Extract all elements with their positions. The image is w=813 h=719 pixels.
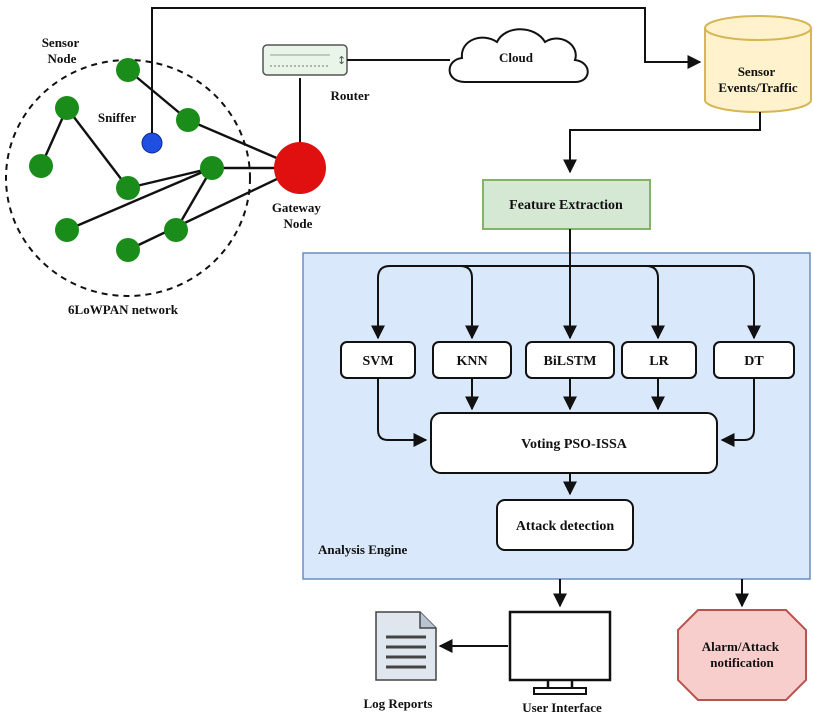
datastore-to-feature-connector (563, 112, 761, 174)
svg-text:↕: ↕ (337, 54, 346, 67)
alarm-octagon (677, 609, 807, 701)
datastore-cylinder (704, 15, 812, 113)
feature-extraction-box (482, 179, 651, 230)
attack-detection-label: Attack detection (516, 519, 615, 534)
model-to-voting-connectors (377, 378, 755, 447)
sensor-node (55, 96, 79, 120)
model-label-dt: DT (744, 354, 764, 369)
sensor-nodes (29, 58, 224, 262)
attack-detection-box (496, 499, 634, 551)
log-reports-label: Log Reports (364, 696, 433, 711)
model-label-bilstm: BiLSTM (544, 354, 597, 369)
router-label: Router (331, 88, 370, 103)
sniffer-node (141, 132, 163, 154)
sniffer-to-datastore-connector (151, 7, 702, 133)
sensor-node (200, 156, 224, 180)
model-label-knn: KNN (456, 354, 487, 369)
sensor-node (164, 218, 188, 242)
gateway-node (274, 142, 326, 194)
sensor-node (29, 154, 53, 178)
network-label: 6LoWPAN network (68, 302, 179, 317)
user-interface-label: User Interface (522, 700, 602, 715)
document-icon (375, 611, 437, 681)
monitor-icon (508, 610, 612, 695)
analysis-engine-label: Analysis Engine (318, 542, 407, 557)
sensor-node (116, 238, 140, 262)
sensor-node-label: Sensor Node (42, 35, 83, 66)
feature-extraction-label: Feature Extraction (509, 198, 623, 213)
cloud-label: Cloud (499, 50, 534, 65)
voting-box (430, 412, 718, 474)
sensor-node (176, 108, 200, 132)
sniffer-label: Sniffer (98, 110, 137, 125)
router-icon: ↕ (262, 44, 348, 76)
datastore-label: Sensor Events/Traffic (718, 64, 797, 95)
sensor-node (55, 218, 79, 242)
cloud-icon (448, 28, 589, 83)
fanout-connectors (371, 229, 761, 340)
model-label-svm: SVM (362, 354, 393, 369)
sensor-node (116, 176, 140, 200)
voting-label: Voting PSO-ISSA (521, 437, 628, 452)
model-label-lr: LR (649, 354, 669, 369)
sensor-node (116, 58, 140, 82)
alarm-label: Alarm/Attack notification (702, 639, 783, 670)
gateway-node-label: Gateway Node (272, 200, 324, 231)
